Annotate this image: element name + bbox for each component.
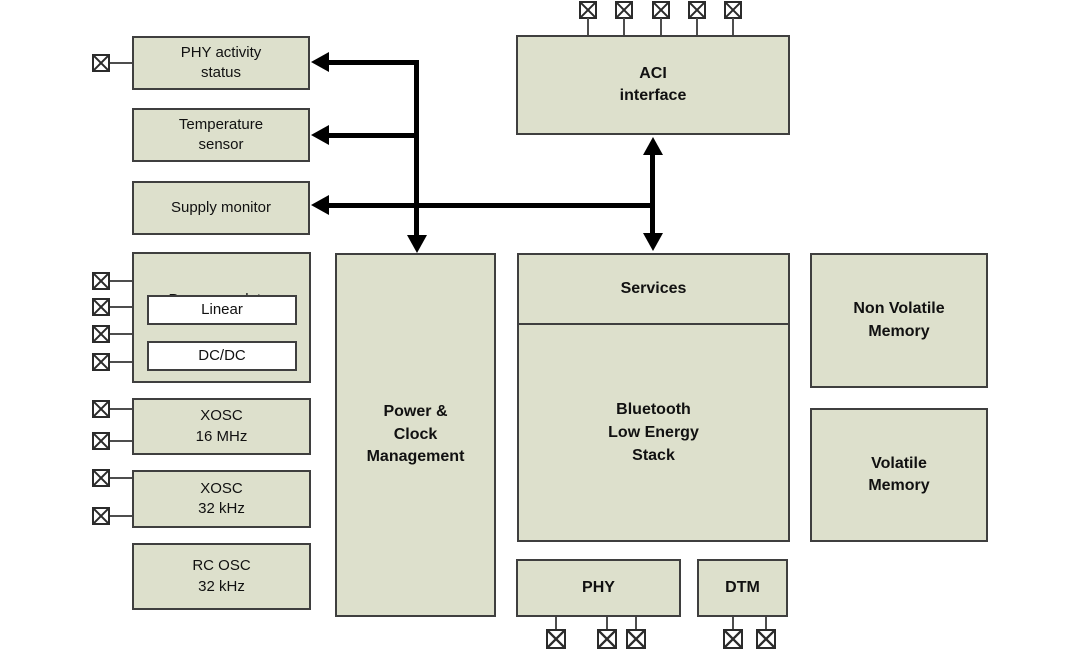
io-pad-icon — [92, 353, 110, 371]
arrow-line-main-vertical — [414, 60, 419, 235]
pin-connector — [110, 477, 132, 479]
pin-connector — [110, 515, 132, 517]
block-bluetooth-le-stack: Bluetooth Low Energy Stack — [608, 400, 699, 465]
block-services: Services — [519, 255, 788, 325]
io-pad-icon — [688, 1, 706, 19]
io-pad-icon — [615, 1, 633, 19]
pin-connector — [110, 361, 132, 363]
block-supply-monitor: Supply monitor — [132, 181, 310, 235]
block-linear-regulator: Linear — [147, 295, 297, 325]
io-pad-icon — [546, 629, 566, 649]
block-temperature-sensor: Temperature sensor — [132, 108, 310, 162]
io-pad-icon — [597, 629, 617, 649]
block-volatile-memory: Volatile Memory — [810, 408, 988, 542]
block-power-regulator: Power regulator Linear DC/DC — [132, 252, 311, 383]
block-xosc-32khz: XOSC 32 kHz — [132, 470, 311, 528]
arrowhead-into-services — [643, 233, 663, 251]
block-services-ble-stack: Services Bluetooth Low Energy Stack — [517, 253, 790, 542]
block-xosc-16mhz: XOSC 16 MHz — [132, 398, 311, 455]
block-non-volatile-memory: Non Volatile Memory — [810, 253, 988, 388]
arrow-line-phy-activity — [328, 60, 419, 65]
arrow-line-supply-monitor — [328, 203, 655, 208]
pin-connector — [110, 62, 132, 64]
arrowhead-into-power-clock-mgmt — [407, 235, 427, 253]
pin-connector — [110, 440, 132, 442]
io-pad-icon — [92, 507, 110, 525]
pin-connector — [635, 617, 637, 629]
io-pad-icon — [92, 469, 110, 487]
io-pad-icon — [626, 629, 646, 649]
pin-connector — [696, 18, 698, 35]
block-phy: PHY — [516, 559, 681, 617]
arrowhead-into-phy-activity — [311, 52, 329, 72]
io-pad-icon — [92, 325, 110, 343]
io-pad-icon — [92, 432, 110, 450]
arrow-line-aci-services — [650, 152, 655, 235]
pin-connector — [732, 617, 734, 629]
block-dtm: DTM — [697, 559, 788, 617]
io-pad-icon — [92, 400, 110, 418]
arrowhead-into-supply-monitor — [311, 195, 329, 215]
io-pad-icon — [92, 272, 110, 290]
io-pad-icon — [92, 54, 110, 72]
pin-connector — [660, 18, 662, 35]
arrowhead-into-temperature — [311, 125, 329, 145]
io-pad-icon — [92, 298, 110, 316]
pin-connector — [606, 617, 608, 629]
block-rc-osc-32khz: RC OSC 32 kHz — [132, 543, 311, 610]
pin-connector — [110, 280, 132, 282]
pin-connector — [110, 306, 132, 308]
block-dcdc-regulator: DC/DC — [147, 341, 297, 371]
io-pad-icon — [756, 629, 776, 649]
io-pad-icon — [652, 1, 670, 19]
pin-connector — [110, 333, 132, 335]
block-power-clock-management: Power & Clock Management — [335, 253, 496, 617]
pin-connector — [110, 408, 132, 410]
io-pad-icon — [579, 1, 597, 19]
pin-connector — [587, 18, 589, 35]
block-phy-activity-status: PHY activity status — [132, 36, 310, 90]
pin-connector — [765, 617, 767, 629]
pin-connector — [732, 18, 734, 35]
io-pad-icon — [723, 629, 743, 649]
pin-connector — [623, 18, 625, 35]
io-pad-icon — [724, 1, 742, 19]
block-aci-interface: ACI interface — [516, 35, 790, 135]
pin-connector — [555, 617, 557, 629]
arrow-line-temperature — [328, 133, 419, 138]
arrowhead-into-aci — [643, 137, 663, 155]
